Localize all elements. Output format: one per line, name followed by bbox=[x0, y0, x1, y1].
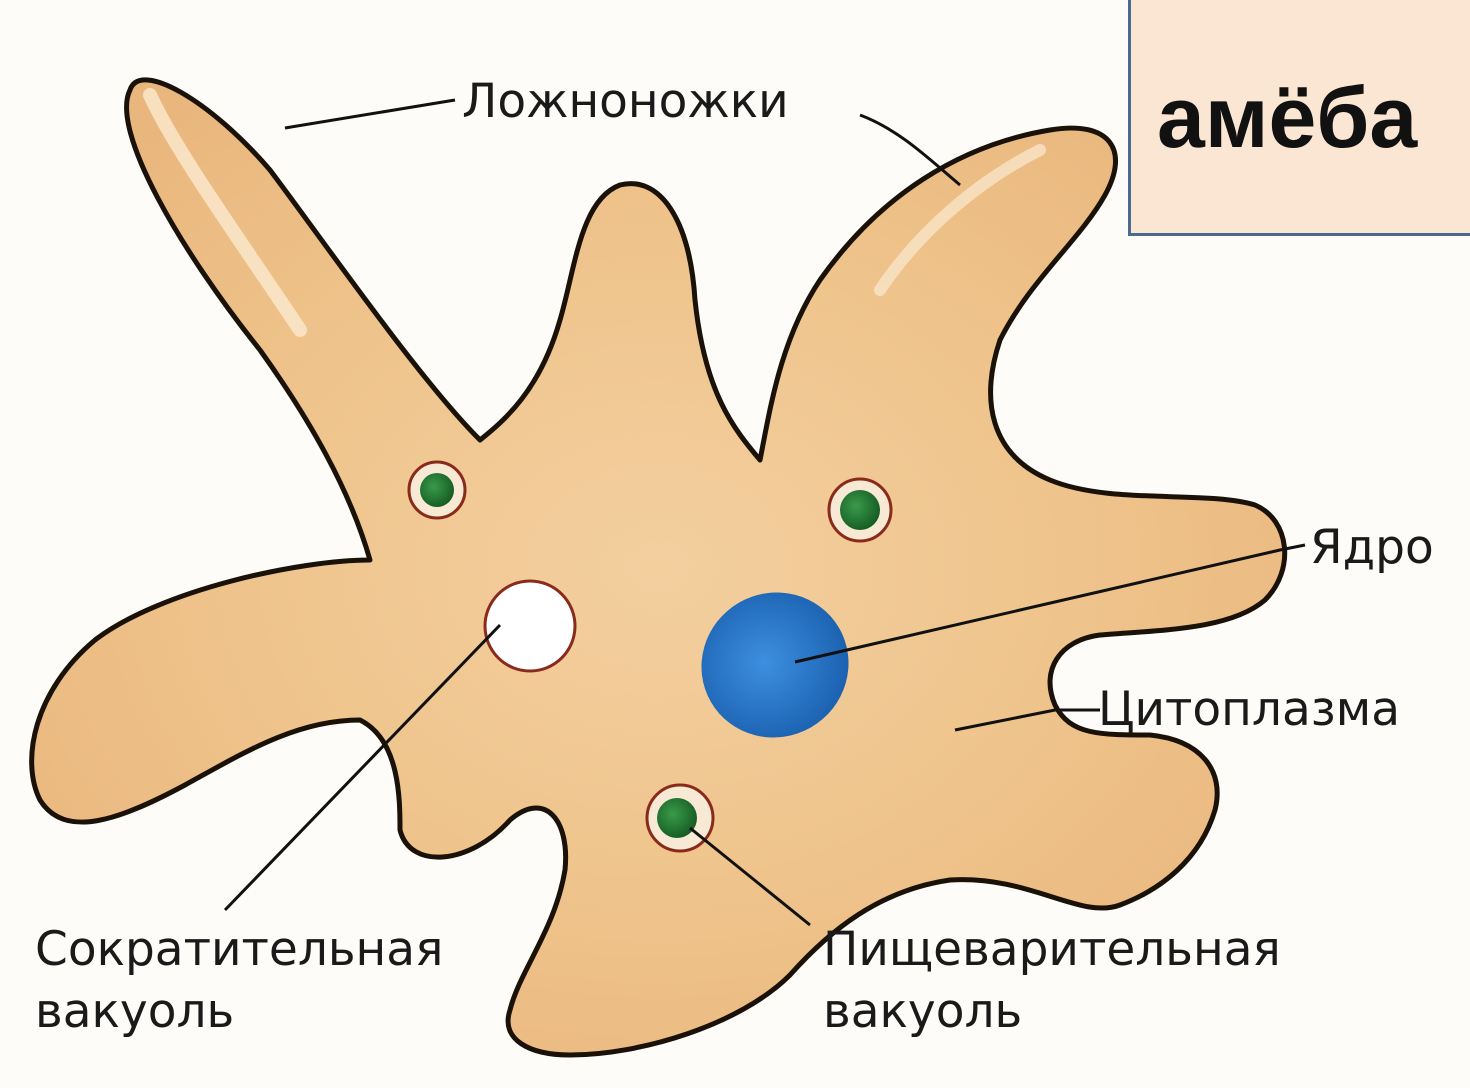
label-contractile-vacuole-line2: вакуоль bbox=[35, 984, 234, 1039]
label-pseudopodia: Ложноножки bbox=[462, 74, 789, 129]
label-cytoplasm: Цитоплазма bbox=[1098, 682, 1400, 737]
label-contractile-vacuole-line1: Сократительная bbox=[35, 922, 443, 977]
food-vacuole bbox=[829, 479, 891, 541]
food-vacuole bbox=[647, 785, 713, 851]
amoeba-body bbox=[32, 80, 1285, 1055]
title-box: амёба bbox=[1128, 0, 1470, 236]
page-title: амёба bbox=[1157, 75, 1417, 161]
food-vacuole bbox=[409, 462, 465, 518]
label-digestive-vacuole-line1: Пищеварительная bbox=[823, 922, 1281, 977]
leader-line-pseudopod-left bbox=[285, 100, 455, 128]
label-nucleus: Ядро bbox=[1310, 520, 1434, 575]
label-digestive-vacuole-line2: вакуоль bbox=[823, 984, 1022, 1039]
